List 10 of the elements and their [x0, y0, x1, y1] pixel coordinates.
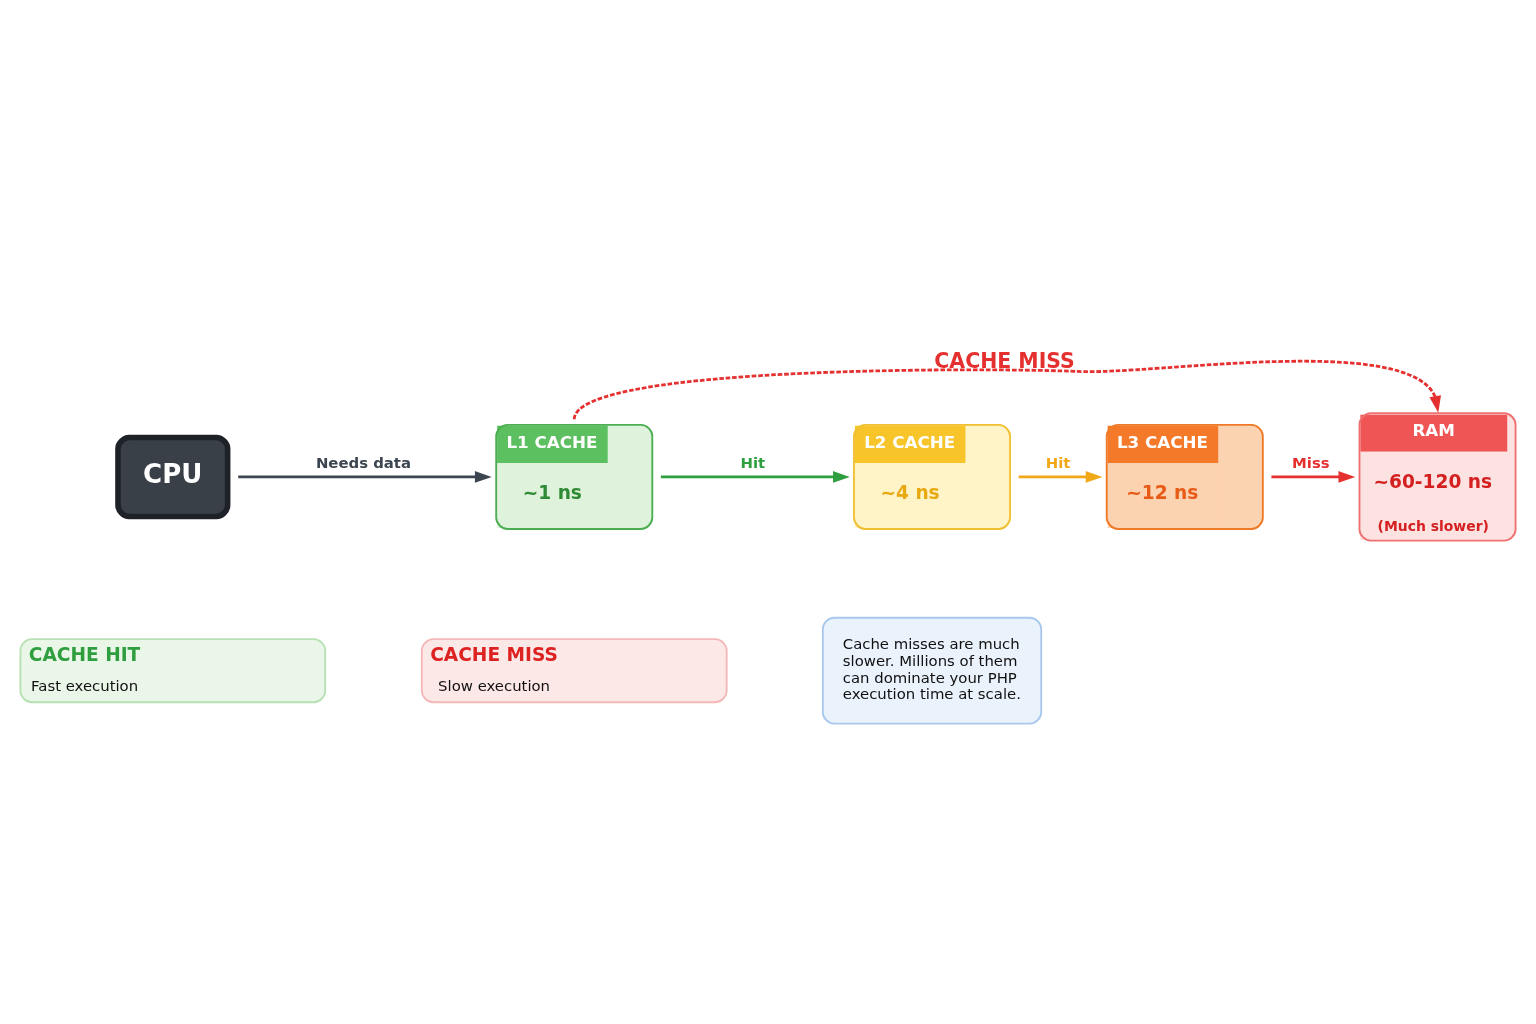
edge-label: CACHE MISS [934, 349, 1075, 374]
arrow [660, 471, 850, 483]
arrow [238, 471, 492, 483]
arrow [573, 359, 1441, 421]
arrow [1271, 471, 1356, 483]
arrow [1018, 471, 1103, 483]
edge-label: Miss [1292, 454, 1330, 473]
edge-label: Hit [1045, 454, 1071, 473]
edge-label: Needs data [315, 454, 411, 473]
edge-label: Hit [740, 454, 766, 473]
